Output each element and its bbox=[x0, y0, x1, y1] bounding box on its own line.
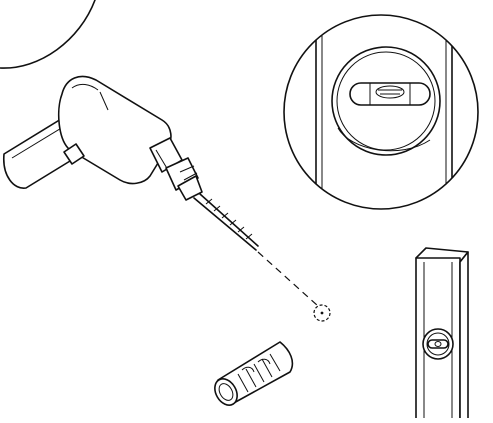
drill-hole-target-icon bbox=[314, 305, 330, 321]
drill-icon bbox=[4, 76, 202, 200]
corner-detail-circle-icon bbox=[0, 0, 95, 68]
spirit-level-icon bbox=[416, 248, 468, 418]
wall-anchor-icon bbox=[210, 342, 292, 409]
drill-bit-icon bbox=[194, 194, 258, 250]
level-bubble-magnified-icon bbox=[284, 0, 478, 240]
